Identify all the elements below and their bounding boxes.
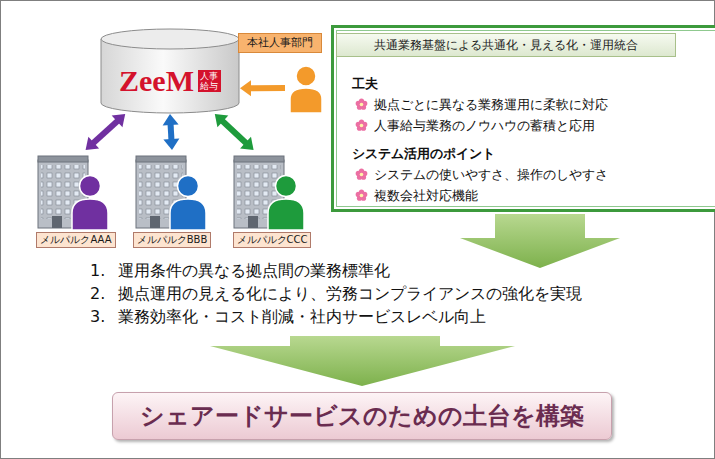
goal-box: シェアードサービスのための土台を構築 (112, 392, 612, 440)
orange-arrow (240, 80, 285, 96)
branch-site: メルパルクAAA (28, 150, 124, 248)
person-blue (170, 176, 206, 231)
flower-bullet (355, 119, 368, 132)
flower-bullet (355, 189, 368, 202)
department-label: 本社人事部門 (238, 33, 322, 53)
list-item: 運用条件の異なる拠点間の業務標準化 (118, 261, 582, 280)
logo-text: ZeeM (119, 65, 194, 97)
list-number: 2. (90, 284, 118, 303)
person-purple (72, 176, 108, 231)
bullet-item: 複数会社対応機能 (352, 185, 715, 206)
blue-arrow (163, 114, 180, 150)
flower-bullet (355, 168, 368, 181)
bullet-item: 人事給与業務のノウハウの蓄積と応用 (352, 115, 715, 136)
branch-site: メルパルクCCC (226, 150, 318, 248)
site-label: メルパルクAAA (36, 232, 115, 248)
person-orange (290, 66, 322, 113)
hq-department: 本社人事部門 (285, 62, 325, 114)
site-label: メルパルクCCC (233, 232, 312, 248)
bullet-item: 拠点ごとに異なる業務運用に柔軟に対応 (352, 94, 715, 115)
feature-panel: 工夫拠点ごとに異なる業務運用に柔軟に対応人事給与業務のノウハウの蓄積と応用システ… (331, 25, 715, 212)
person-green (268, 176, 304, 231)
site-label: メルパルクBBB (133, 232, 212, 248)
branch-site: メルパルクBBB (128, 150, 216, 248)
green-arrow (215, 114, 254, 150)
panel-header: 共通業務基盤による共通化・見える化・運用統合 (336, 33, 676, 57)
section-heading: システム活用のポイント (352, 144, 715, 164)
purple-arrow (86, 114, 126, 150)
logo-badge: 人事 給与 (198, 70, 221, 92)
down-arrow (460, 214, 620, 268)
goal-text: シェアードサービスのための土台を構築 (140, 401, 584, 431)
list-item: 業務効率化・コスト削減・社内サービスレベル向上 (118, 307, 582, 326)
list-number: 3. (90, 307, 118, 326)
list-item: 拠点運用の見える化により、労務コンプライアンスの強化を実現 (118, 284, 582, 303)
section-heading: 工夫 (352, 74, 715, 94)
result-list: 1.運用条件の異なる拠点間の業務標準化2.拠点運用の見える化により、労務コンプラ… (90, 261, 582, 326)
header-text: 共通業務基盤による共通化・見える化・運用統合 (337, 34, 675, 56)
flower-bullet (355, 98, 368, 111)
down-arrow (210, 336, 515, 386)
database-cylinder: ZeeM人事 給与 (100, 28, 240, 114)
list-number: 1. (90, 261, 118, 280)
bullet-item: システムの使いやすさ、操作のしやすさ (352, 164, 715, 185)
